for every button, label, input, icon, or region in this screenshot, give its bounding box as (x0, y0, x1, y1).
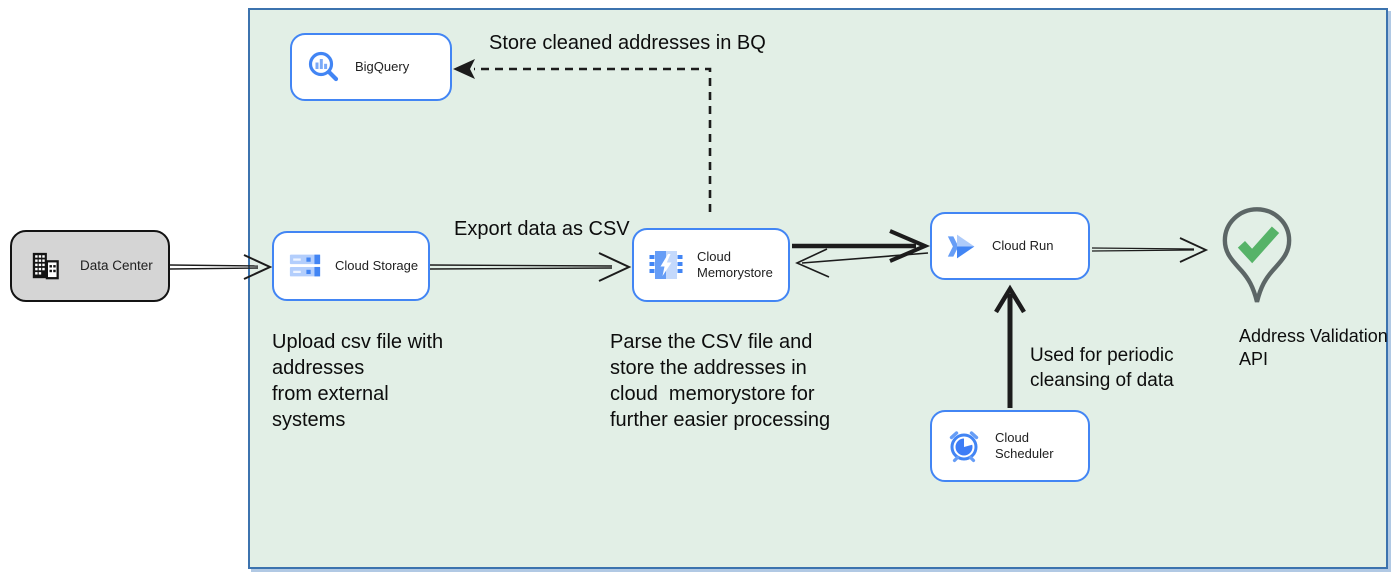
parse-note: Parse the CSV file and store the address… (610, 331, 831, 431)
node-bigquery[interactable]: BigQuery (290, 33, 452, 101)
node-address-validation-api[interactable] (1220, 206, 1294, 313)
node-cloud-memorystore[interactable]: Cloud Memorystore (632, 228, 790, 302)
node-cloud-run[interactable]: Cloud Run (930, 212, 1090, 280)
cloud-run-icon (946, 232, 979, 261)
node-label: Cloud Run (992, 237, 1054, 253)
alarm-clock-icon (946, 428, 982, 464)
memorystore-chip-icon (648, 247, 684, 283)
node-data-center[interactable]: Data Center (10, 230, 170, 302)
edge-label-export-csv: Export data as CSV (454, 218, 630, 240)
edge-label-periodic-cleansing: Used for periodic cleansing of data (1030, 345, 1174, 391)
cloud-storage-icon (288, 253, 322, 279)
node-label: Cloud Scheduler (995, 429, 1054, 461)
node-label: Cloud Memorystore (697, 248, 773, 280)
node-cloud-storage[interactable]: Cloud Storage (272, 231, 430, 301)
bigquery-icon (306, 49, 342, 85)
node-cloud-scheduler[interactable]: Cloud Scheduler (930, 410, 1090, 482)
node-label: Cloud Storage (335, 257, 419, 273)
node-label: BigQuery (355, 58, 410, 74)
address-validation-label: Address Validation API (1239, 326, 1388, 369)
edge-label-store-cleaned: Store cleaned addresses in BQ (489, 32, 766, 54)
node-label: Data Center (80, 257, 153, 273)
gcp-boundary (248, 8, 1388, 569)
location-pin-check-icon (1220, 206, 1294, 308)
upload-note: Upload csv file with addresses from exte… (272, 331, 444, 431)
building-icon (30, 251, 60, 281)
